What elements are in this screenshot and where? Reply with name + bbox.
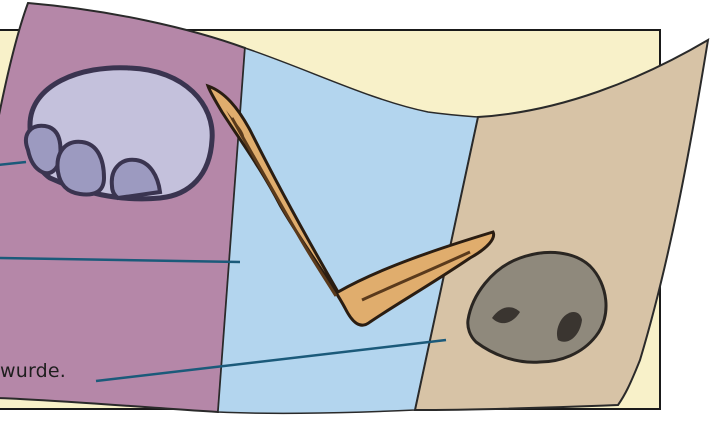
leader-line-rock xyxy=(95,338,447,383)
leader-line-wing xyxy=(0,256,241,264)
leader-line-tooth xyxy=(0,160,27,167)
band-blue xyxy=(217,46,479,415)
caption-text: wurde. xyxy=(0,360,67,382)
nose-rock-fossil-icon xyxy=(466,251,608,364)
band-purple xyxy=(0,1,247,414)
tooth-fossil-icon xyxy=(24,65,215,202)
wing-bone-fossil-icon xyxy=(205,83,496,327)
